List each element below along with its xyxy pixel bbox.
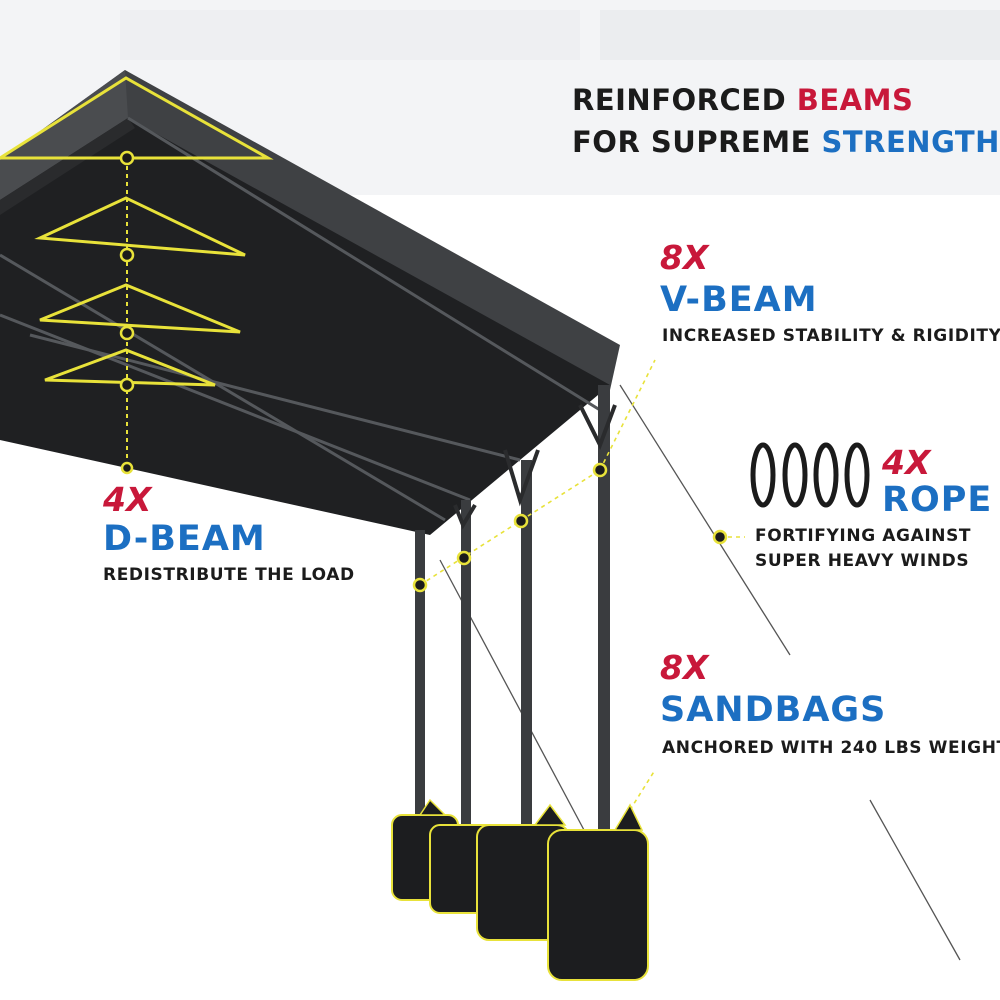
connector: [419, 469, 601, 586]
sandbags: [391, 798, 649, 981]
roof-beam: [0, 253, 446, 522]
marker-dot: [120, 461, 134, 475]
connector-lines: [419, 359, 745, 811]
leg: [415, 530, 425, 900]
canopy-underside: [0, 118, 610, 535]
headline-line-2: FOR SUPREME STRENGTH: [572, 125, 1000, 159]
headline-accent-red: BEAMS: [796, 83, 914, 117]
canopy-inner-edge: [0, 118, 135, 215]
roof-beam: [127, 116, 601, 412]
v-beam-count: 8X: [660, 238, 709, 277]
marker-dot: [592, 462, 608, 478]
marker-dot: [119, 150, 135, 166]
v-beam-title: V-BEAM: [660, 280, 818, 320]
brace: [503, 449, 540, 507]
guy-rope: [619, 384, 791, 656]
rope-count: 4X: [882, 443, 931, 482]
marker-dot: [412, 577, 428, 593]
marker-dot: [119, 325, 135, 341]
triangle-highlight: [34, 196, 246, 257]
rope-coils-icon: [750, 442, 870, 508]
marker-dot: [712, 529, 728, 545]
connector: [629, 769, 656, 811]
d-beam-markers: [119, 150, 135, 475]
leg: [598, 385, 610, 975]
marker-dot: [119, 247, 135, 263]
d-beam-title: D-BEAM: [103, 519, 266, 559]
canopy-roof-front: [0, 70, 128, 200]
sandbags-desc: ANCHORED WITH 240 LBS WEIGHT: [662, 738, 1000, 758]
guy-rope: [869, 799, 961, 961]
v-beam-desc: INCREASED STABILITY & RIGIDITY: [662, 326, 1000, 346]
leg-braces: [453, 404, 617, 530]
sandbag-handle: [613, 803, 644, 831]
rope-desc-line-1: FORTIFYING AGAINST: [755, 526, 972, 546]
sandbags-count: 8X: [660, 648, 709, 687]
headline-text: REINFORCED: [572, 83, 797, 117]
rope-coil: [813, 442, 839, 508]
rope-coil: [750, 442, 776, 508]
sandbag-handle: [418, 798, 447, 816]
sandbag: [547, 829, 649, 981]
rope-desc-line-2: SUPER HEAVY WINDS: [755, 551, 970, 571]
headline-accent-blue: STRENGTH: [821, 125, 1000, 159]
header-dots-right: [600, 10, 1000, 60]
d-beam-desc: REDISTRIBUTE THE LOAD: [103, 565, 355, 585]
headline-text: FOR SUPREME: [572, 125, 822, 159]
leg: [461, 500, 471, 910]
leg: [521, 460, 532, 930]
rope-coil: [844, 442, 870, 508]
marker-dot: [119, 377, 135, 393]
rope-coil: [782, 442, 808, 508]
sandbag-handle: [533, 803, 567, 826]
triangle-highlight: [39, 283, 241, 334]
d-beam-count: 4X: [103, 480, 152, 519]
legs: [415, 385, 610, 975]
rope-title: ROPE: [882, 480, 993, 520]
headline-line-1: REINFORCED BEAMS: [572, 83, 913, 117]
brace: [578, 404, 617, 450]
sandbags-title: SANDBAGS: [660, 690, 887, 730]
header-dots-left: [120, 10, 580, 60]
leg-markers: [412, 462, 728, 593]
marker-dot: [513, 513, 529, 529]
marker-dot: [456, 550, 472, 566]
brace: [453, 503, 477, 530]
